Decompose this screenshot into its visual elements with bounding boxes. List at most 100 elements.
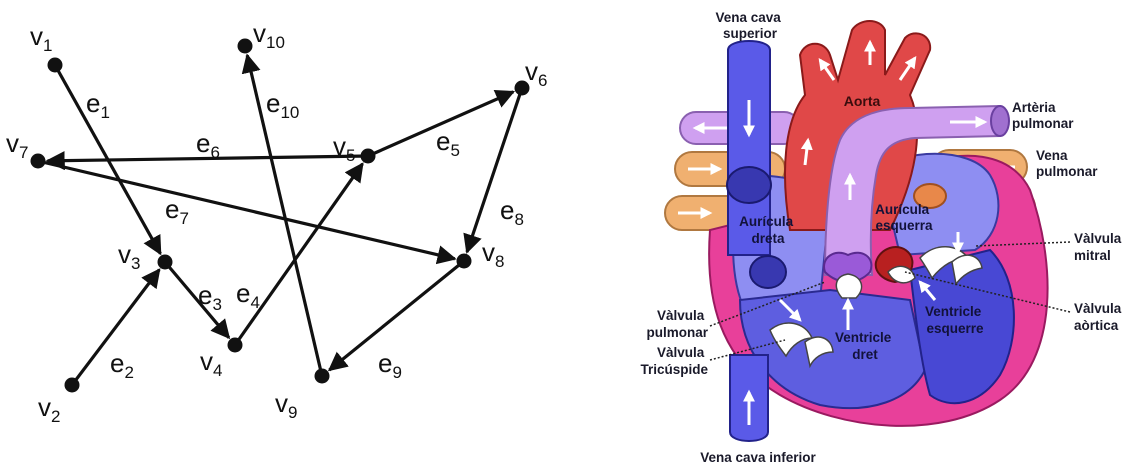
vertex-label-v9-subscript: 9 <box>288 403 297 422</box>
label-valvula-aortica-line1: Vàlvula <box>1074 301 1122 316</box>
edge-e7 <box>38 161 455 259</box>
vertex-label-v5-subscript: 5 <box>346 146 355 165</box>
aortic-valve <box>876 247 915 283</box>
edge-label-e9: e9 <box>378 348 402 382</box>
label-ventricle-dret-line2: dret <box>852 347 878 362</box>
edge-label-e10-subscript: 10 <box>280 103 299 122</box>
label-valvula-mitral-line2: mitral <box>1074 248 1111 263</box>
edge-label-e2: e2 <box>110 348 134 382</box>
vertex-label-v6-subscript: 6 <box>538 71 547 90</box>
edge-label-e6-subscript: 6 <box>210 143 219 162</box>
label-valvula-aortica-line2: aòrtica <box>1074 318 1119 333</box>
label-arteria-pulmonar: Artèria pulmonar <box>1012 100 1074 131</box>
vertex-v1 <box>48 58 63 73</box>
label-vena-pulmonar-line1: Vena <box>1036 148 1068 163</box>
label-arteria-pulmonar-line1: Artèria <box>1012 100 1056 115</box>
vertex-v5 <box>361 149 376 164</box>
vertex-label-v8-subscript: 8 <box>495 252 504 271</box>
label-vena-pulmonar: Vena pulmonar <box>1036 148 1098 179</box>
vertex-label-v4-letter: v <box>200 346 213 376</box>
label-ventricle-dret-line1: Ventricle <box>835 330 892 345</box>
vertex-label-v7-letter: v <box>6 128 19 158</box>
vertex-label-v8: v8 <box>482 237 504 271</box>
label-valvula-pulmonar-line2: pulmonar <box>646 325 708 340</box>
vertex-label-v3-subscript: 3 <box>131 254 140 273</box>
vertex-v8 <box>457 254 472 269</box>
label-valvula-mitral: Vàlvula mitral <box>1074 231 1125 263</box>
vertex-label-v9: v9 <box>275 388 297 422</box>
edge-label-e6-letter: e <box>196 128 210 158</box>
vertex-label-v10: v10 <box>253 18 285 52</box>
vertex-label-v3-letter: v <box>118 239 131 269</box>
label-valvula-pulmonar: Vàlvula pulmonar <box>646 308 708 340</box>
vertex-label-v8-letter: v <box>482 237 495 267</box>
vertex-v4 <box>228 338 243 353</box>
edge-label-e1-subscript: 1 <box>100 103 109 122</box>
label-ventricle-esquerre-line2: esquerre <box>926 321 984 336</box>
edge-label-e5-subscript: 5 <box>450 141 459 160</box>
label-arteria-pulmonar-line2: pulmonar <box>1012 116 1074 131</box>
vertex-label-v10-letter: v <box>253 18 266 48</box>
vertex-label-v4-subscript: 4 <box>213 361 222 380</box>
label-vena-cava-superior-line2: superior <box>723 26 778 41</box>
edge-e4 <box>235 164 363 345</box>
label-auricula-dreta-line2: dreta <box>751 231 785 246</box>
edge-label-e4-letter: e <box>236 278 250 308</box>
vertex-label-v6: v6 <box>525 56 547 90</box>
edge-label-e3-letter: e <box>198 280 212 310</box>
vertex-label-v2-letter: v <box>38 392 51 422</box>
edge-label-e10-letter: e <box>266 88 280 118</box>
vertex-label-v2: v2 <box>38 392 60 426</box>
vertex-v10 <box>238 39 253 54</box>
label-valvula-mitral-line1: Vàlvula <box>1074 231 1122 246</box>
label-vena-cava-inferior: Vena cava inferior <box>700 450 816 465</box>
edge-label-e3-subscript: 3 <box>212 295 221 314</box>
vertex-label-v1-letter: v <box>30 21 43 51</box>
edge-label-e9-subscript: 9 <box>392 363 401 382</box>
vertex-label-v7-subscript: 7 <box>19 143 28 162</box>
heart-diagram-panel: Vena cava superior Aorta Artèria pulmona… <box>580 0 1129 466</box>
edge-label-e10: e10 <box>266 88 299 122</box>
vertex-label-v5-letter: v <box>333 131 346 161</box>
edge-label-e7-letter: e <box>165 194 179 224</box>
edge-label-e7-subscript: 7 <box>179 209 188 228</box>
edge-label-e8: e8 <box>500 195 524 229</box>
label-vena-cava-superior-line1: Vena cava <box>715 10 781 25</box>
vertex-label-v6-letter: v <box>525 56 538 86</box>
edge-label-e2-subscript: 2 <box>124 363 133 382</box>
label-auricula-dreta-line1: Aurícula <box>739 214 794 229</box>
vertex-v7 <box>31 154 46 169</box>
label-auricula-esquerra-line2: esquerra <box>875 218 933 233</box>
label-ventricle-esquerre-line1: Ventricle <box>925 304 982 319</box>
edge-label-e5-letter: e <box>436 126 450 156</box>
label-valvula-tricuspide-line2: Tricúspide <box>640 362 708 377</box>
label-aorta: Aorta <box>844 93 881 109</box>
heart-diagram: Vena cava superior Aorta Artèria pulmona… <box>580 0 1129 466</box>
edge-label-e6: e6 <box>196 128 220 162</box>
label-vena-cava-superior: Vena cava superior <box>715 10 784 41</box>
label-auricula-esquerra: Aurícula esquerra <box>875 202 933 233</box>
vertex-v9 <box>315 369 330 384</box>
edge-label-e7: e7 <box>165 194 189 228</box>
vertex-v3 <box>158 255 173 270</box>
vertex-label-v1: v1 <box>30 21 52 55</box>
label-auricula-esquerra-line1: Aurícula <box>875 202 930 217</box>
edge-label-e4: e4 <box>236 278 260 312</box>
edge-e9 <box>329 261 464 370</box>
label-valvula-aortica: Vàlvula aòrtica <box>1074 301 1125 333</box>
label-vena-pulmonar-line2: pulmonar <box>1036 164 1098 179</box>
label-valvula-tricuspide-line1: Vàlvula <box>657 345 705 360</box>
edge-label-e3: e3 <box>198 280 222 314</box>
vertex-label-v5: v5 <box>333 131 355 165</box>
edge-label-e8-letter: e <box>500 195 514 225</box>
edge-label-e2-letter: e <box>110 348 124 378</box>
edge-label-e5: e5 <box>436 126 460 160</box>
vertex-label-v3: v3 <box>118 239 140 273</box>
vertex-v2 <box>65 378 80 393</box>
vertex-label-v10-subscript: 10 <box>266 33 285 52</box>
edge-label-e4-subscript: 4 <box>250 293 259 312</box>
edge-label-e8-subscript: 8 <box>514 210 523 229</box>
vertex-label-v9-letter: v <box>275 388 288 418</box>
